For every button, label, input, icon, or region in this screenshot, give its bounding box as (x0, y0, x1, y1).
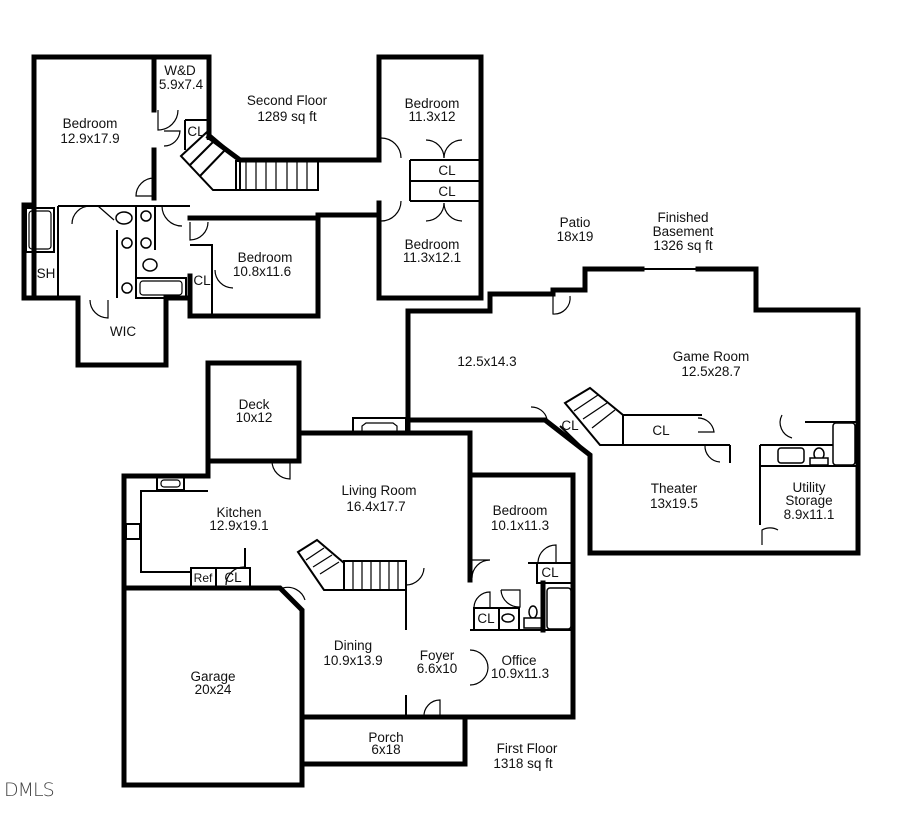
room-dims: 10.1x11.3 (491, 518, 549, 533)
room-label: WIC (110, 324, 136, 339)
room-dims: 10.8x11.6 (233, 264, 291, 279)
floor-title-line2: Basement (653, 224, 714, 239)
room-label: Dining (334, 638, 372, 653)
room-label: Bedroom (405, 237, 460, 252)
room-label: Theater (651, 481, 698, 496)
closet-label: CL (187, 124, 205, 139)
room-label: Garage (190, 669, 235, 684)
basement: Patio 18x19 Finished Basement 1326 sq ft… (405, 210, 861, 556)
room-label: W&D (164, 63, 196, 78)
second-floor: Bedroom 12.9x17.9 W&D 5.9x7.4 Second Flo… (21, 54, 484, 368)
room-dims: 8.9x11.1 (784, 507, 835, 522)
floor-title: Second Floor (247, 93, 328, 108)
room-dims: 11.3x12.1 (403, 250, 461, 265)
room-dims: 12.5x14.3 (457, 354, 516, 369)
floor-area: 1318 sq ft (493, 756, 553, 771)
room-label: Patio (560, 215, 591, 230)
closet-label: CL (438, 184, 456, 199)
room-label: Bedroom (238, 250, 293, 265)
room-dims: 10.9x11.3 (491, 666, 549, 681)
room-dims: 5.9x7.4 (159, 77, 204, 92)
room-label: Foyer (420, 648, 455, 663)
room-label: Bedroom (405, 96, 460, 111)
floor-area: 1326 sq ft (653, 238, 713, 253)
floor-title: Finished (657, 210, 708, 225)
room-label: Office (501, 653, 536, 668)
room-label: Game Room (673, 349, 750, 364)
first-floor: Deck 10x12 Kitchen 12.9x19.1 Living Room… (121, 360, 576, 788)
closet-label: CL (561, 418, 579, 433)
room-dims: 12.9x17.9 (60, 131, 119, 146)
room-dims: 16.4x17.7 (346, 499, 405, 514)
closet-label: CL (652, 423, 670, 438)
room-dims: 18x19 (557, 229, 594, 244)
room-label: Utility (793, 480, 826, 495)
watermark: DMLS (4, 779, 55, 801)
room-dims: 11.3x12 (408, 109, 455, 124)
room-label: Porch (368, 730, 403, 745)
fixture-label: Ref (194, 571, 213, 585)
room-dims: 6.6x10 (417, 661, 458, 676)
floor-title: First Floor (497, 741, 558, 756)
room-dims: 13x19.5 (650, 496, 698, 511)
room-label: Deck (239, 397, 270, 412)
floor-area: 1289 sq ft (257, 109, 317, 124)
room-label: SH (37, 266, 56, 281)
room-dims: 10x12 (236, 410, 273, 425)
closet-label: CL (193, 273, 211, 288)
closet-label: CL (224, 570, 242, 585)
room-label: Living Room (341, 483, 416, 498)
room-label: Bedroom (493, 503, 548, 518)
closet-label: CL (541, 565, 559, 580)
room-label-line2: Storage (785, 493, 832, 508)
room-label: Bedroom (63, 116, 118, 131)
room-dims: 12.5x28.7 (681, 364, 740, 379)
room-dims: 20x24 (195, 682, 232, 697)
room-dims: 12.9x19.1 (209, 518, 268, 533)
room-dims: 10.9x13.9 (323, 653, 382, 668)
room-dims: 6x18 (371, 742, 400, 757)
room-label: Kitchen (216, 505, 261, 520)
closet-label: CL (438, 163, 456, 178)
closet-label: CL (477, 611, 495, 626)
